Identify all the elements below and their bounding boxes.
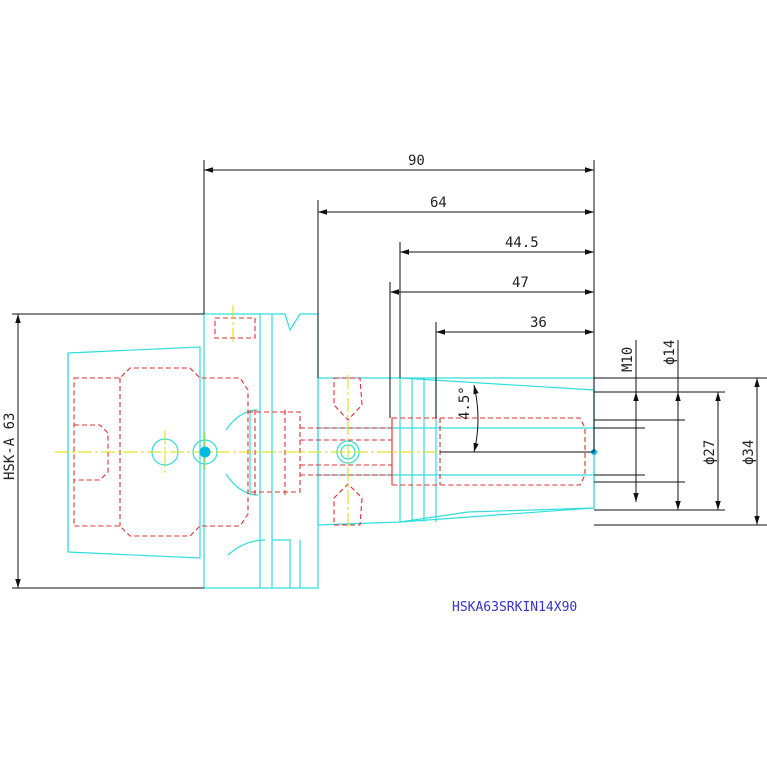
dim-label-angle: 4.5°	[457, 386, 473, 420]
dim-label-d27: ϕ27	[702, 440, 718, 465]
reference-dot	[199, 446, 211, 458]
centerlines	[55, 305, 600, 530]
dim-label-m10: M10	[620, 347, 636, 372]
dim-label-90: 90	[408, 153, 425, 169]
dim-label-64: 64	[430, 195, 447, 211]
dimension-lines	[12, 160, 767, 589]
dim-label-d34: ϕ34	[741, 440, 757, 465]
hidden-lines	[73, 317, 586, 537]
dim-label-hsk: HSK-A 63	[2, 413, 18, 480]
body-outline	[317, 377, 595, 526]
part-designation: HSKA63SRKIN14X90	[452, 600, 577, 615]
flange-outline	[203, 313, 319, 589]
nose-taper-outline	[399, 377, 595, 523]
part-outline	[67, 313, 595, 589]
dim-label-44-5: 44.5	[505, 235, 539, 251]
dim-label-47: 47	[512, 275, 529, 291]
dim-label-36: 36	[530, 315, 547, 331]
dim-label-d14: ϕ14	[662, 340, 678, 365]
